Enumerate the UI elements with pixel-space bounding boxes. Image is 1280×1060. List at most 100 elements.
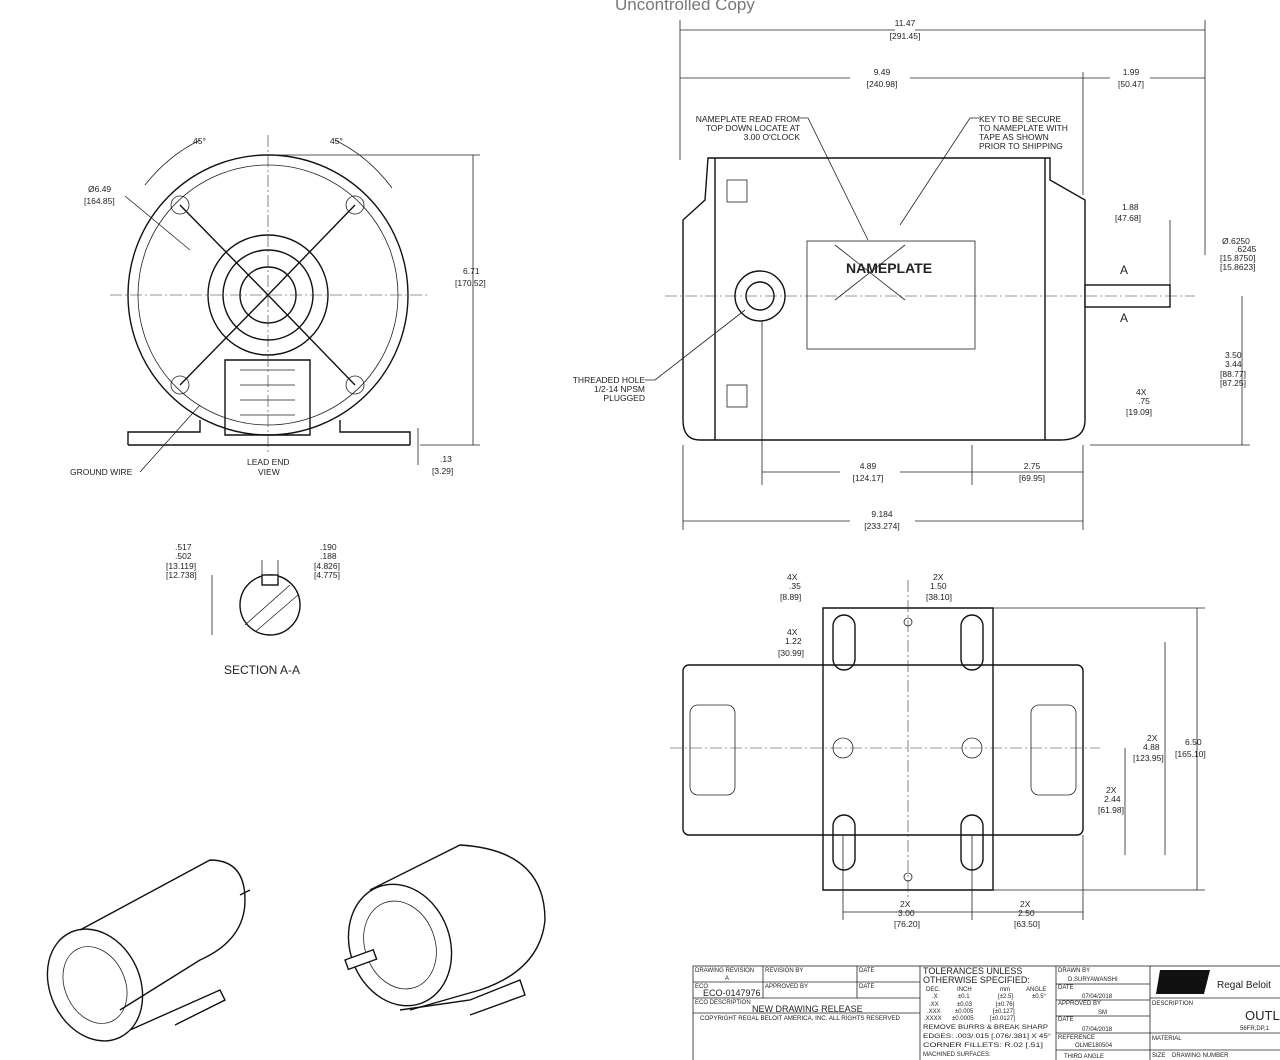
overall-dim: 11.47	[895, 18, 916, 28]
dim: 1.50	[930, 581, 947, 591]
tb-text: INCH	[957, 987, 972, 993]
tb-label: DESCRIPTION	[1152, 1001, 1193, 1007]
tb-text: ±0.0005	[952, 1016, 974, 1022]
dim: 2.50	[1018, 908, 1035, 918]
tb-label: DATE	[859, 968, 875, 974]
company-logo	[1156, 970, 1210, 994]
section-mark: A	[1120, 311, 1128, 325]
note: PLUGGED	[603, 393, 645, 403]
dim: 4.89	[860, 461, 877, 471]
note: TOP DOWN LOCATE AT	[706, 123, 800, 133]
dim: [165.10]	[1175, 749, 1206, 759]
isometric-view-1	[46, 859, 251, 1042]
tb-value: SM	[1098, 1010, 1107, 1016]
tb-label: MATERIAL	[1152, 1036, 1182, 1042]
dim: 2.44	[1104, 794, 1121, 804]
dim: [69.95]	[1019, 473, 1045, 483]
angle-label: 45°	[330, 136, 343, 146]
tb-label: DATE	[1058, 1017, 1074, 1023]
tb-label: REVISION BY	[765, 968, 803, 974]
body-dim-mm: [240.98]	[867, 79, 898, 89]
tb-value: NEW DRAWING RELEASE	[752, 1004, 863, 1014]
tb-text: .XXX	[927, 1009, 941, 1015]
dim: 3.00	[898, 908, 915, 918]
tb-value: OLME180504	[1075, 1043, 1113, 1049]
dim: .6245	[1235, 244, 1257, 254]
section-title: SECTION A-A	[224, 663, 300, 677]
tb-text: .XX	[929, 1002, 939, 1008]
ground-wire-label: GROUND WIRE	[70, 467, 133, 477]
watermark: Uncontrolled Copy	[615, 0, 755, 14]
tb-text: EDGES: .003/.015 [.076/.381] X 45°	[923, 1034, 1052, 1040]
dim: [38.10]	[926, 592, 952, 602]
dim: 4X	[1136, 387, 1147, 397]
diameter-dim-mm: [164.85]	[84, 196, 115, 206]
tb-text: ±0.5°	[1032, 994, 1047, 1000]
dim: .35	[789, 581, 801, 591]
dim: 1.22	[785, 636, 802, 646]
tb-label: APPROVED BY	[765, 984, 808, 990]
dim: [4.775]	[314, 570, 340, 580]
overall-dim-mm: [291.45]	[890, 31, 921, 41]
tb-label: DRAWING REVISION	[695, 968, 754, 974]
dim: 2X	[933, 572, 944, 582]
dim: [4.826]	[314, 561, 340, 571]
tb-text: [±0.127]	[993, 1009, 1015, 1015]
lead-end-view: 45° 45° Ø6.49 [164.85] 6.71 [170.52] .13…	[70, 135, 486, 477]
note: 1/2-14 NPSM	[594, 384, 645, 394]
tb-text: ±0.03	[957, 1002, 973, 1008]
tb-value: 07/04/2018	[1082, 1027, 1113, 1033]
dim: .502	[175, 551, 192, 561]
dim: [63.50]	[1014, 919, 1040, 929]
foot-thickness-dim: .13	[440, 454, 452, 464]
dim: 3.44	[1225, 359, 1242, 369]
tb-text: [±0.0127]	[990, 1016, 1015, 1022]
tolerance-rows: .X ±0.1 [±2.5] ±0.5° .XX ±0.03 [±0.76] .…	[924, 994, 1047, 1022]
foot-thickness-dim-mm: [3.29]	[432, 466, 453, 476]
tb-value: D.SURYAWANSHI	[1068, 977, 1118, 983]
dim: 2X	[1020, 899, 1031, 909]
note: NAMEPLATE READ FROM	[696, 114, 800, 124]
dim: .188	[320, 551, 337, 561]
dim: .190	[320, 542, 337, 552]
nameplate-label: NAMEPLATE	[846, 260, 932, 276]
tb-text: .XXXX	[924, 1016, 942, 1022]
bottom-view: 4X .35 [8.89] 2X 1.50 [38.10] 4X 1.22 [3…	[670, 572, 1206, 929]
tb-text: .X	[932, 994, 938, 1000]
diameter-dim: Ø6.49	[88, 184, 111, 194]
dim: 2.75	[1024, 461, 1041, 471]
dim: [47.68]	[1115, 213, 1141, 223]
dim: [87.25]	[1220, 378, 1246, 388]
tb-description: OUTL	[1245, 1008, 1280, 1023]
tb-text: mm	[1000, 987, 1010, 993]
dim: Ø.6250	[1222, 236, 1250, 246]
company-name: Regal Beloit	[1217, 980, 1271, 991]
tb-text: ±0.1	[958, 994, 970, 1000]
note: PRIOR TO SHIPPING	[979, 141, 1063, 151]
tb-text: ANGLE	[1026, 987, 1046, 993]
tb-label: DATE	[1058, 985, 1074, 991]
dim: [8.89]	[780, 592, 801, 602]
dim: 4X	[787, 572, 798, 582]
tb-label: ECO DESCRIPTION	[695, 1000, 751, 1006]
dim: 4.88	[1143, 742, 1160, 752]
tb-text: DEC.	[926, 987, 941, 993]
tb-value: ECO-0147976	[703, 988, 761, 998]
tb-text: [±0.76]	[996, 1002, 1015, 1008]
tb-text: MACHINED SURFACES:	[923, 1052, 991, 1058]
dim: [76.20]	[894, 919, 920, 929]
note: TAPE AS SHOWN	[979, 132, 1049, 142]
dim: 9.184	[871, 509, 893, 519]
height-dim: 6.71	[463, 266, 480, 276]
dim: [88.77]	[1220, 369, 1246, 379]
dim: [123.95]	[1133, 753, 1164, 763]
side-view: 11.47 [291.45] 9.49 [240.98] 1.99 [50.47…	[573, 18, 1257, 531]
dim: [15.8623]	[1220, 262, 1255, 272]
title-block: DRAWING REVISION A REVISION BY DATE ECO …	[692, 965, 1280, 1060]
tb-label: SIZE	[1152, 1053, 1165, 1059]
dim: 1.88	[1122, 202, 1139, 212]
dim: .517	[175, 542, 192, 552]
note: TO NAMEPLATE WITH	[979, 123, 1068, 133]
dim: 2X	[1106, 785, 1117, 795]
tb-text: OTHERWISE SPECIFIED:	[923, 975, 1030, 985]
